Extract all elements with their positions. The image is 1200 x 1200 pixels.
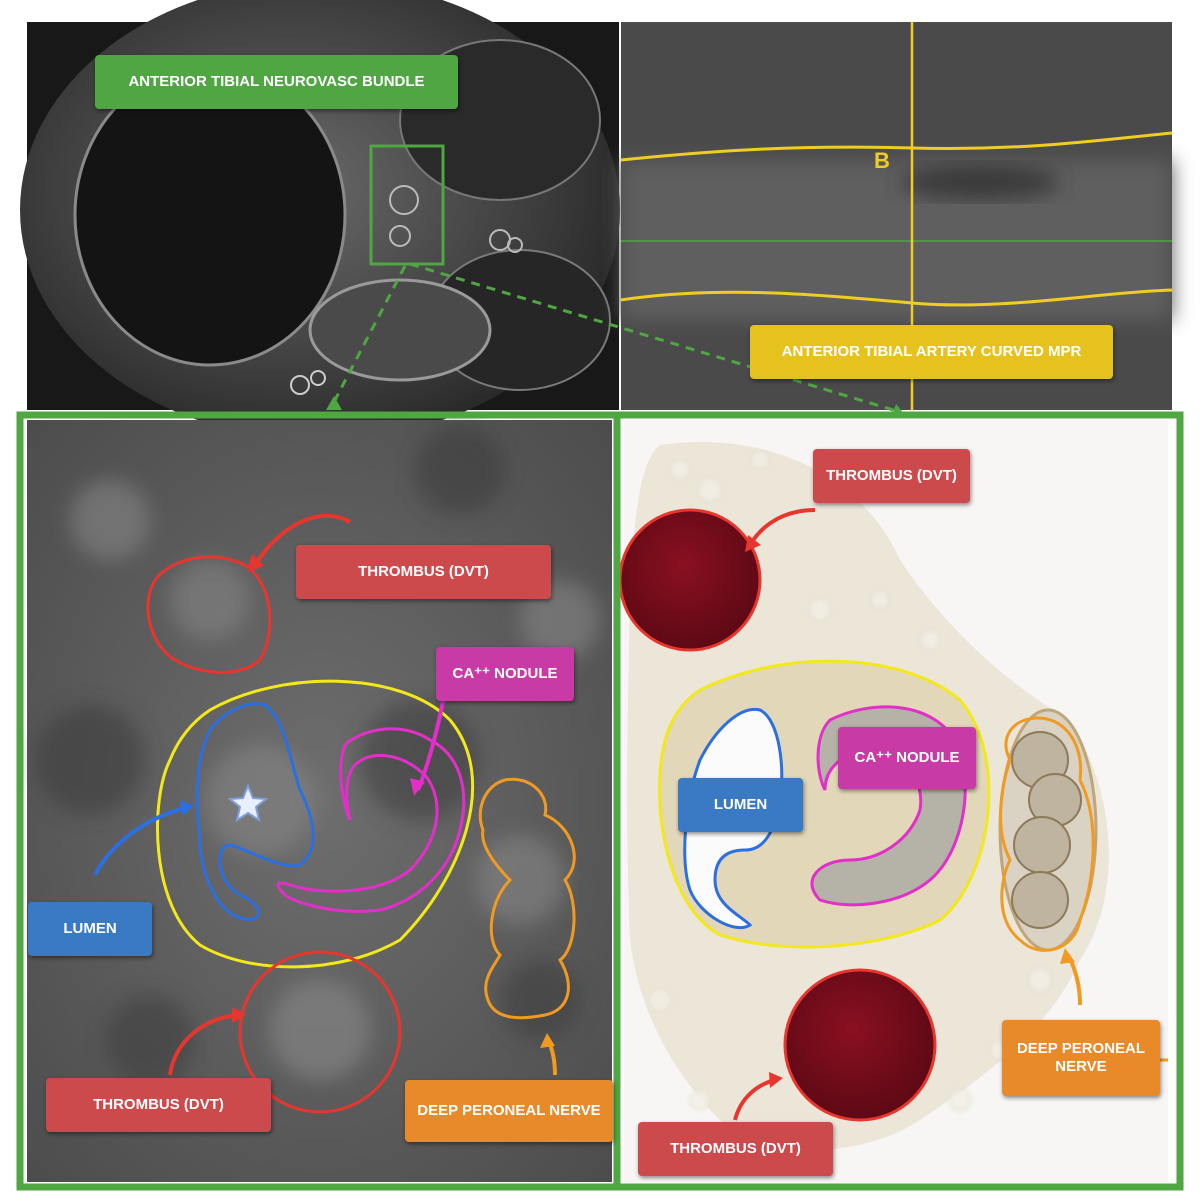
label-neurovasc-bundle: ANTERIOR TIBIAL NEUROVASC BUNDLE — [95, 55, 458, 109]
label-histo-lumen: LUMEN — [678, 778, 803, 832]
label-ct-ca-nodule: CA⁺⁺ NODULE — [436, 647, 574, 701]
label-ct-lumen: LUMEN — [28, 902, 152, 956]
label-histo-thrombus-bottom: THROMBUS (DVT) — [638, 1122, 833, 1176]
label-ct-deep-peroneal-nerve: DEEP PERONEAL NERVE — [405, 1080, 613, 1142]
magnification-frame — [16, 411, 1184, 1191]
label-curved-mpr: ANTERIOR TIBIAL ARTERY CURVED MPR — [750, 325, 1113, 379]
label-ct-thrombus-bottom: THROMBUS (DVT) — [46, 1078, 271, 1132]
mpr-marker-label: B — [874, 148, 890, 173]
label-histo-thrombus-top: THROMBUS (DVT) — [813, 449, 970, 503]
label-histo-ca-nodule: CA⁺⁺ NODULE — [838, 727, 976, 789]
label-histo-deep-peroneal-nerve: DEEP PERONEAL NERVE — [1002, 1020, 1160, 1096]
label-ct-thrombus-top: THROMBUS (DVT) — [296, 545, 551, 599]
magnified-ct-panel — [27, 420, 612, 1182]
star-icon — [227, 783, 269, 823]
roi-box — [369, 144, 445, 266]
